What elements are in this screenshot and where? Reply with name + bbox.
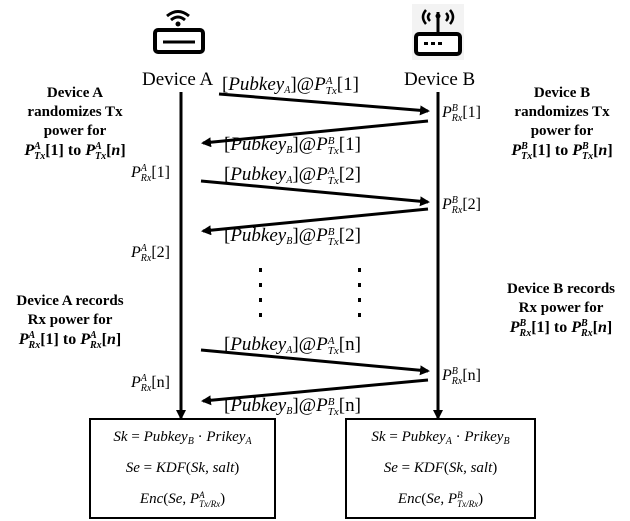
device-a-label: Device A bbox=[142, 69, 214, 90]
box-a-line-1: Sk = PubkeyB · PrikeyA bbox=[113, 429, 252, 447]
ellipsis-dots bbox=[259, 268, 361, 317]
access-point-icon bbox=[412, 4, 464, 60]
device-b-label: Device B bbox=[404, 69, 476, 90]
message-arrow-b-to-a-2 bbox=[201, 207, 429, 236]
message-arrow-b-to-a-1 bbox=[201, 119, 429, 148]
device-b-key-box: Sk = PubkeyA · PrikeyB Se = KDF(Sk, salt… bbox=[345, 418, 536, 519]
message-arrow-a-to-b-n bbox=[200, 348, 430, 376]
box-b-line-1: Sk = PubkeyA · PrikeyB bbox=[371, 429, 510, 447]
box-b-line-2: Se = KDF(Sk, salt) bbox=[383, 460, 498, 476]
router-icon bbox=[153, 10, 205, 54]
box-a-line-2: Se = KDF(Sk, salt) bbox=[125, 460, 240, 476]
device-a-key-box: Sk = PubkeyB · PrikeyA Se = KDF(Sk, salt… bbox=[89, 418, 276, 519]
message-arrow-b-to-a-n bbox=[201, 378, 429, 406]
message-arrow-a-to-b-1 bbox=[218, 92, 430, 116]
message-arrow-a-to-b-2 bbox=[200, 179, 430, 207]
